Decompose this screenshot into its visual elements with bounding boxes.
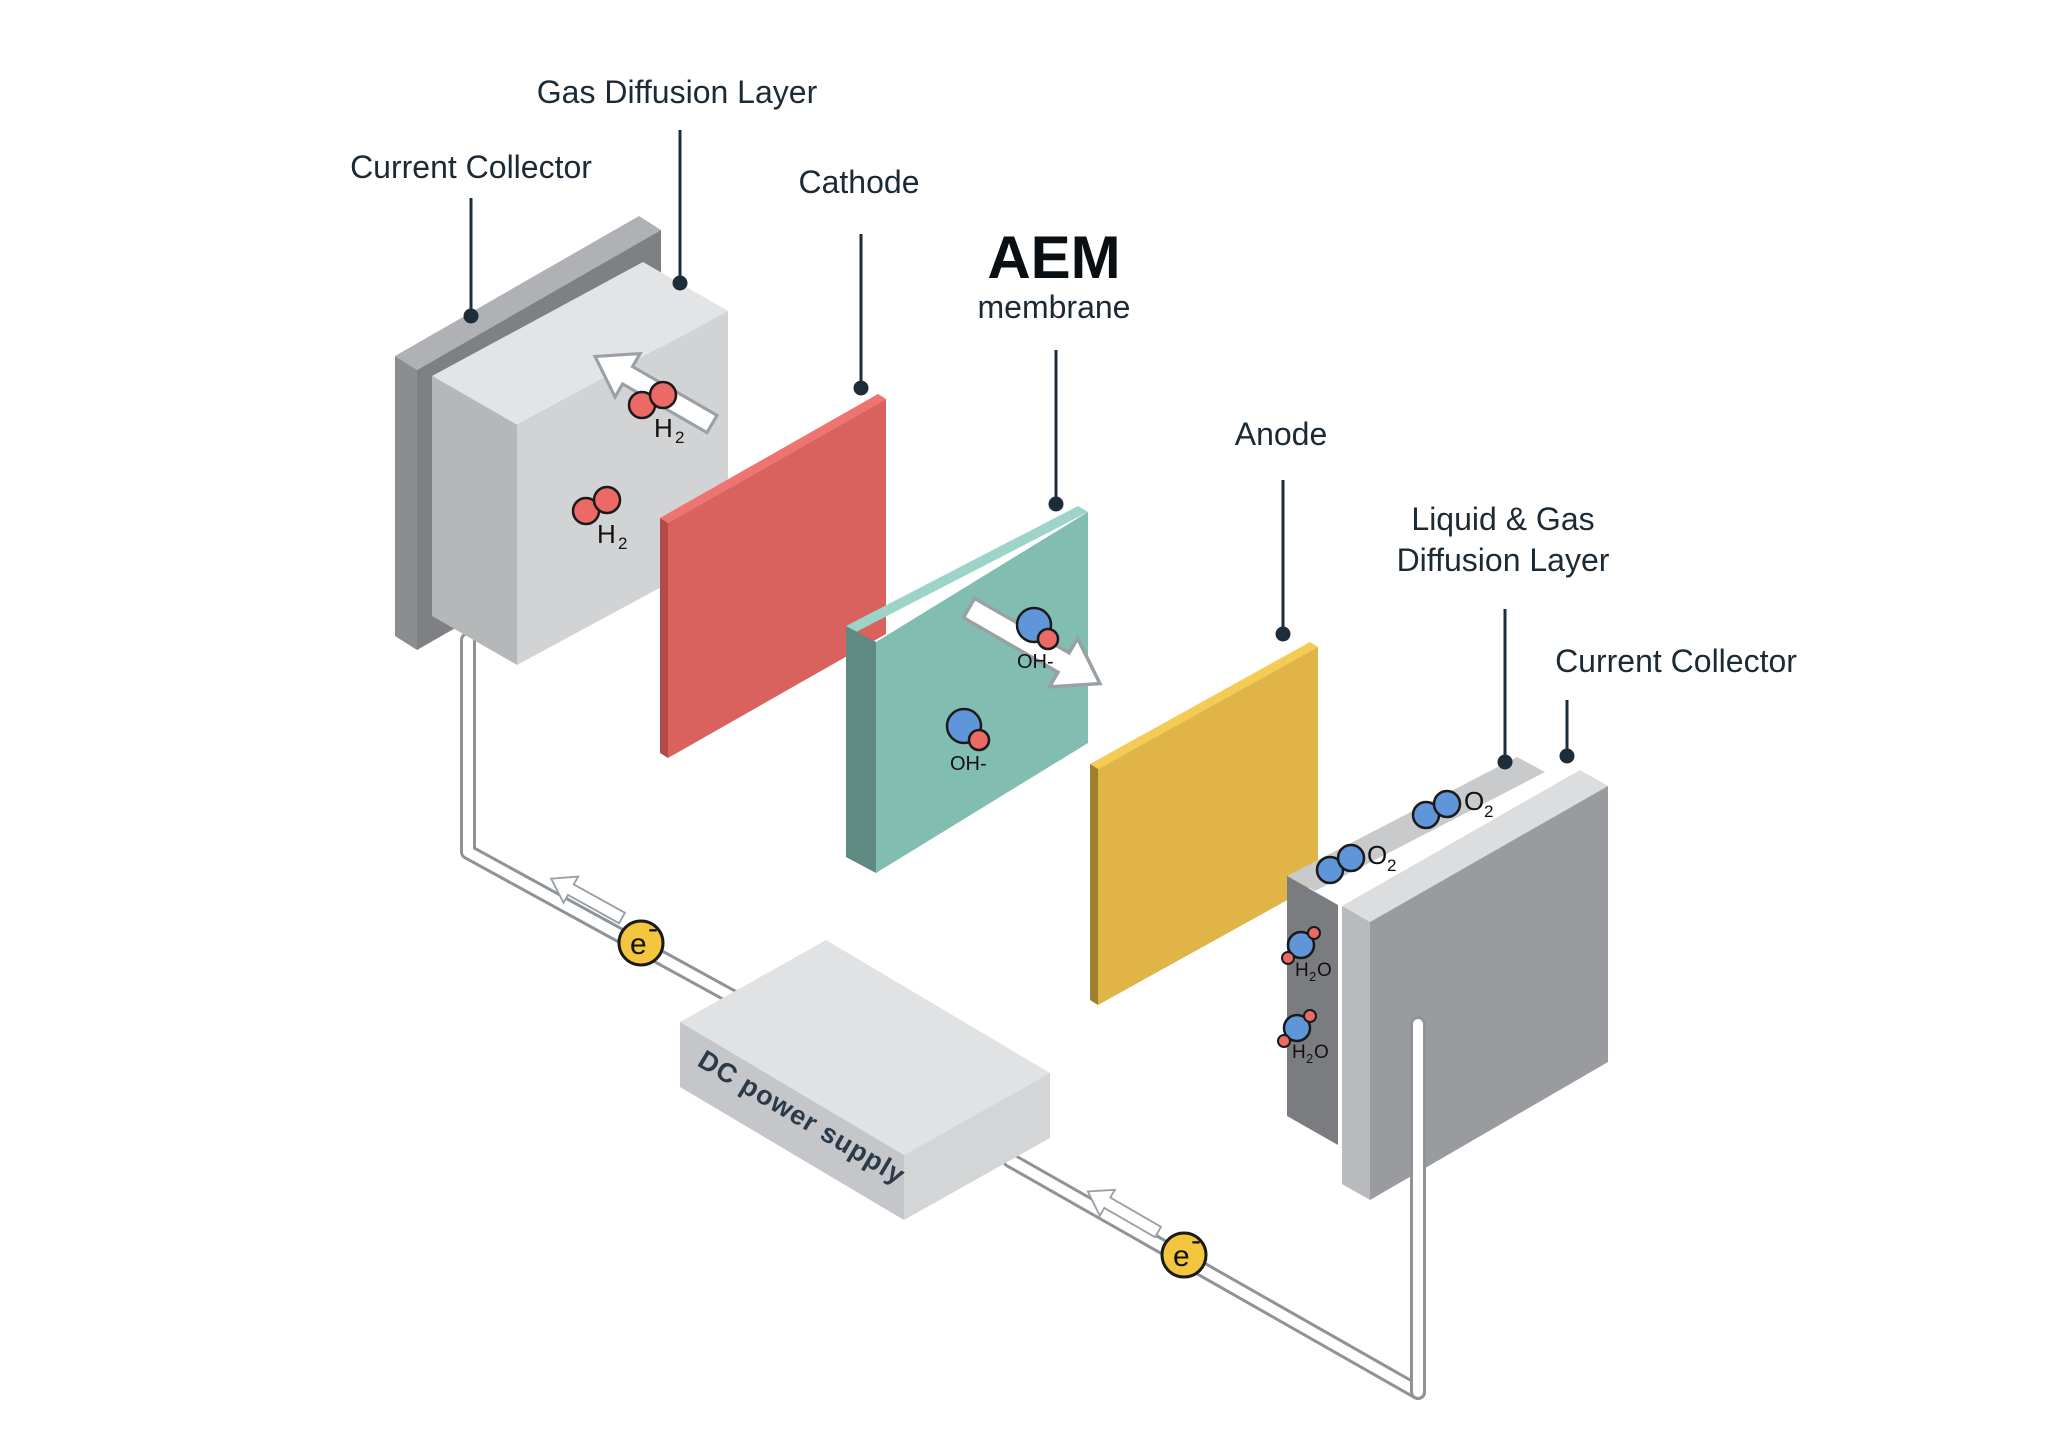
- anode-plate: [1090, 642, 1318, 1005]
- svg-text:O: O: [1317, 960, 1332, 981]
- oh-ion-lower: OH-: [945, 707, 991, 775]
- svg-text:OH-: OH-: [1017, 651, 1054, 673]
- label-liquid-gas-line1: Liquid & Gas: [1411, 501, 1594, 537]
- svg-text:H: H: [1295, 960, 1309, 981]
- h2-molecule-bottom: H 2: [571, 485, 627, 553]
- svg-text:O: O: [1367, 840, 1387, 870]
- svg-text:H: H: [654, 413, 673, 443]
- label-aem: AEM: [987, 224, 1120, 291]
- label-anode: Anode: [1235, 416, 1328, 452]
- svg-text:H: H: [597, 519, 616, 549]
- svg-text:-: -: [648, 912, 658, 945]
- current-collector-right: [1342, 770, 1608, 1200]
- svg-text:2: 2: [1306, 1051, 1313, 1066]
- label-liquid-gas-line2: Diffusion Layer: [1397, 542, 1610, 578]
- svg-text:O: O: [1314, 1042, 1329, 1063]
- o2-molecule-lower: O 2: [1315, 840, 1396, 885]
- dc-power-supply: DC power supply: [680, 940, 1050, 1220]
- svg-text:H: H: [1292, 1042, 1306, 1063]
- svg-text:-: -: [1191, 1224, 1201, 1257]
- o2-molecule-upper: O 2: [1411, 786, 1493, 830]
- svg-text:2: 2: [1484, 802, 1493, 821]
- label-membrane: membrane: [978, 289, 1131, 325]
- label-current-collector-right: Current Collector: [1555, 643, 1797, 679]
- svg-text:O: O: [1464, 786, 1484, 816]
- svg-text:2: 2: [1309, 969, 1316, 984]
- leader-lines: [463, 130, 1575, 770]
- h2o-molecule-lower: H 2 O: [1277, 1009, 1329, 1066]
- aem-membrane-plate: [846, 506, 1088, 873]
- svg-text:OH-: OH-: [950, 753, 987, 775]
- oh-ion-upper: OH-: [1015, 606, 1060, 673]
- label-current-collector-left: Current Collector: [350, 149, 592, 185]
- h2o-molecule-upper: H 2 O: [1281, 926, 1332, 984]
- svg-text:2: 2: [618, 534, 627, 553]
- label-cathode: Cathode: [799, 164, 920, 200]
- h2-molecule-top: H 2: [627, 380, 684, 447]
- label-gas-diffusion-layer: Gas Diffusion Layer: [537, 74, 818, 110]
- electron-left: e -: [617, 912, 665, 967]
- svg-text:e: e: [630, 928, 647, 961]
- svg-text:e: e: [1173, 1240, 1190, 1273]
- svg-text:2: 2: [675, 428, 684, 447]
- cathode-plate: [660, 394, 886, 758]
- svg-text:2: 2: [1387, 856, 1396, 875]
- electron-bottom: e -: [1160, 1224, 1208, 1279]
